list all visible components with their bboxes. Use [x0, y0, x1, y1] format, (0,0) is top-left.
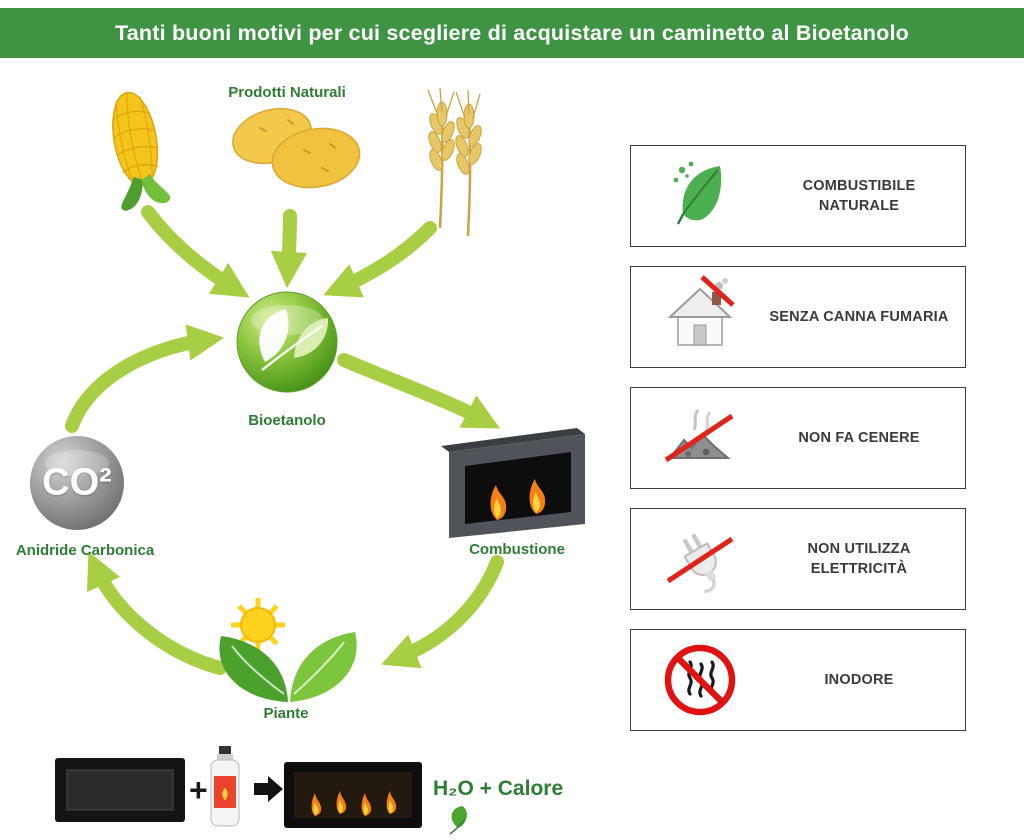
sun-icon [231, 598, 285, 652]
benefits-panel: COMBUSTIBILE NATURALE SENZA CANNA FUMARI… [630, 145, 966, 731]
bioethanol-circle-icon [236, 291, 338, 393]
arrow-potatoes-to-bioethanol [270, 209, 308, 289]
wheat-stalk-1 [427, 87, 455, 229]
no-ash-icon [631, 396, 769, 480]
unlit-fireplace-icon [55, 758, 185, 822]
header-banner: Tanti buoni motivi per cui scegliere di … [0, 8, 1024, 58]
benefit-label: NON FA CENERE [798, 429, 920, 446]
corn-icon [112, 91, 171, 211]
piante-label: Piante [263, 705, 309, 722]
arrow-co2-to-bioethanol [65, 324, 225, 433]
cycle-arrows [65, 205, 504, 675]
lit-fireplace-icon [284, 762, 422, 828]
benefit-label: COMBUSTIBILE NATURALE [802, 177, 916, 214]
benefit-combustibile-naturale: COMBUSTIBILE NATURALE [630, 145, 966, 247]
benefit-label: INODORE [824, 671, 894, 688]
small-leaf-icon [449, 806, 467, 835]
benefit-senza-canna-fumaria: SENZA CANNA FUMARIA [630, 266, 966, 368]
bioethanol-bottle-icon [210, 746, 240, 827]
combustion-fireplace-icon [441, 428, 585, 538]
co2-circle-icon [30, 436, 124, 530]
arrow-wheat-to-bioethanol [323, 221, 437, 298]
plus-sign: + [189, 772, 208, 808]
h2o-calore-label: H₂O + Calore [433, 777, 564, 800]
no-electricity-plug-icon [631, 517, 769, 601]
arrow-bioethanol-to-combustion [337, 353, 501, 429]
no-flue-house-icon [631, 275, 769, 359]
odorless-icon [631, 638, 769, 722]
benefit-non-utilizza-elettricita: NON UTILIZZA ELETTRICITÀ [630, 508, 966, 610]
arrow-right-icon [254, 776, 283, 802]
combustione-label: Combustione [469, 541, 565, 558]
benefit-label: SENZA CANNA FUMARIA [769, 308, 949, 325]
arrow-combustion-to-plants [381, 555, 504, 669]
page-title: Tanti buoni motivi per cui scegliere di … [115, 20, 909, 45]
bioetanolo-label: Bioetanolo [248, 412, 326, 429]
arrow-plants-to-co2 [87, 551, 227, 675]
prodotti-naturali-label: Prodotti Naturali [228, 84, 346, 101]
plant-icon [219, 632, 357, 702]
co2-symbol-text: CO² [42, 461, 112, 504]
arrow-corn-to-bioethanol [141, 205, 250, 298]
natural-fuel-leaf-icon [631, 154, 769, 238]
benefit-non-fa-cenere: NON FA CENERE [630, 387, 966, 489]
wheat-icon [427, 87, 482, 237]
benefit-label: NON UTILIZZA ELETTRICITÀ [807, 540, 911, 577]
anidride-carbonica-label: Anidride Carbonica [15, 542, 155, 559]
benefit-inodore: INODORE [630, 629, 966, 731]
wheat-stalk-2 [455, 89, 482, 237]
potatoes-icon [232, 107, 361, 189]
